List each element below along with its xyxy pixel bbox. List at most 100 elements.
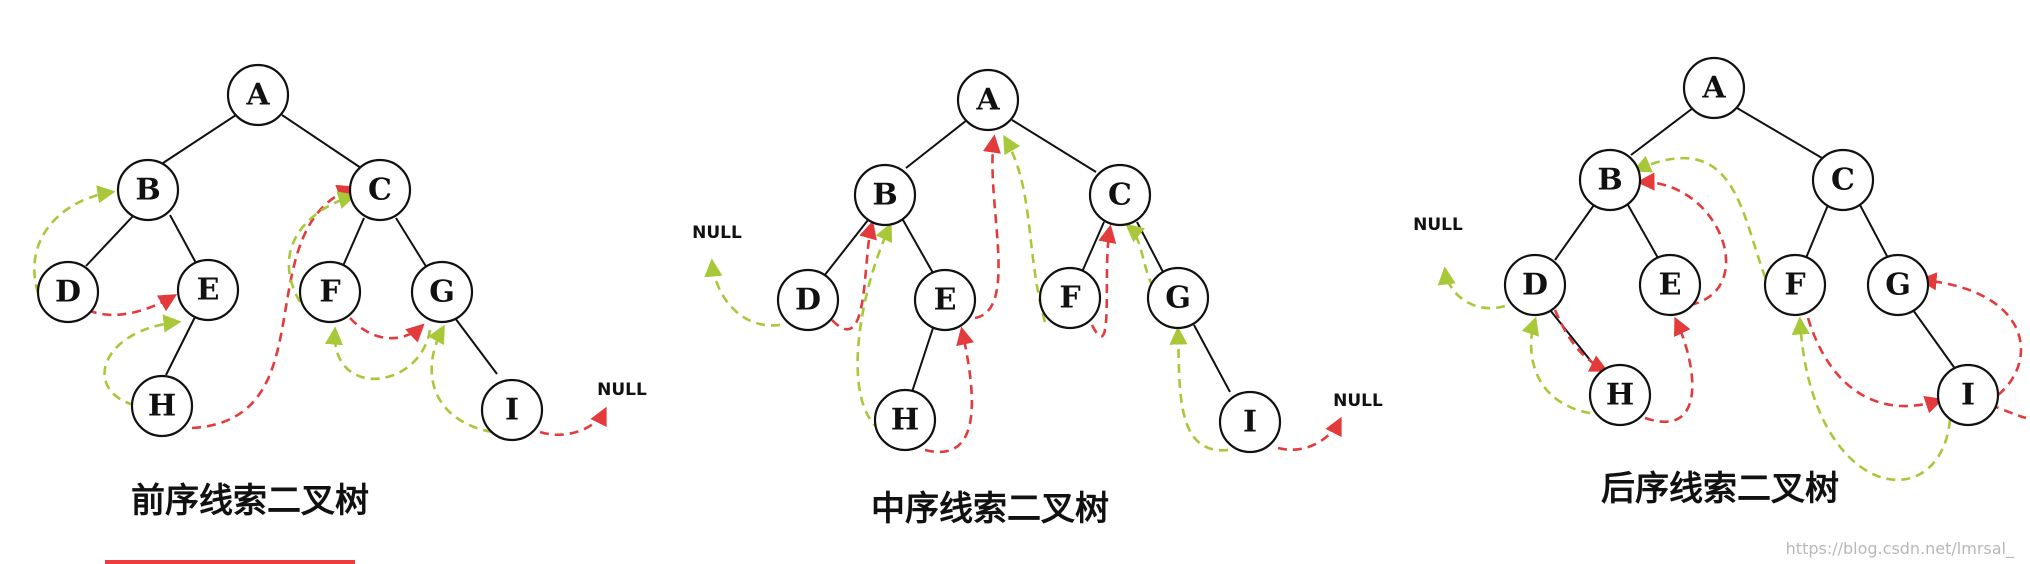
thread-d-to-h bbox=[1553, 309, 1609, 372]
thread-d-to-b bbox=[831, 220, 877, 331]
node-a: A bbox=[226, 63, 290, 127]
svg-text:H: H bbox=[1606, 378, 1634, 413]
null-label: NULL bbox=[597, 380, 647, 400]
thread-f-to-c bbox=[1090, 224, 1117, 338]
edge-a-c bbox=[1736, 107, 1823, 159]
svg-text:D: D bbox=[795, 283, 821, 318]
edge-g-i bbox=[454, 317, 498, 375]
tree-caption: 中序线索二叉树 bbox=[871, 489, 1109, 529]
svg-text:I: I bbox=[1243, 405, 1257, 440]
edge-c-f bbox=[342, 217, 365, 267]
thread-d-to-e bbox=[87, 294, 178, 317]
svg-text:B: B bbox=[872, 178, 897, 213]
edge-b-d bbox=[1554, 204, 1595, 261]
svg-text:F: F bbox=[319, 275, 340, 310]
thread-h-to-d bbox=[1521, 316, 1606, 417]
node-c: C bbox=[1088, 163, 1152, 227]
node-d: D bbox=[1503, 253, 1567, 317]
node-c: C bbox=[1811, 148, 1875, 212]
edge-e-h bbox=[165, 316, 196, 376]
thread-g-from-i bbox=[1918, 272, 2023, 396]
node-e: E bbox=[1638, 253, 1702, 317]
svg-text:G: G bbox=[1885, 268, 1911, 303]
edge-a-c bbox=[281, 114, 362, 169]
inorder-tree: A B C D E F G H I NULL NULL 中序线索二叉树 bbox=[692, 68, 1383, 529]
svg-text:A: A bbox=[975, 83, 1000, 118]
svg-text:I: I bbox=[1961, 378, 1975, 413]
thread-g-to-c bbox=[1125, 223, 1162, 301]
node-i: I bbox=[1936, 363, 2000, 427]
node-e: E bbox=[176, 258, 240, 322]
node-d: D bbox=[776, 268, 840, 332]
edge-c-g bbox=[1136, 221, 1164, 273]
node-b: B bbox=[853, 163, 917, 227]
thread-i-to-g bbox=[428, 324, 493, 434]
edge-c-g bbox=[395, 217, 428, 269]
thread-h-to-e bbox=[924, 326, 974, 454]
edge-a-b bbox=[162, 114, 237, 164]
edge-c-f bbox=[1081, 221, 1105, 273]
node-i: I bbox=[1218, 390, 1282, 454]
edge-e-h bbox=[911, 327, 934, 393]
edge-b-d bbox=[85, 214, 135, 267]
edge-b-e bbox=[902, 219, 934, 274]
node-i: I bbox=[480, 378, 544, 442]
node-d: D bbox=[36, 260, 100, 324]
node-h: H bbox=[130, 374, 194, 438]
node-f: F bbox=[1038, 266, 1102, 330]
postorder-tree: A B C D E F G H I NULL 后序线索二叉树 bbox=[1413, 56, 2027, 509]
thread-i-to-f bbox=[1791, 316, 1952, 482]
edge-b-d bbox=[823, 219, 869, 277]
svg-text:F: F bbox=[1059, 281, 1080, 316]
thread-f-to-a bbox=[1003, 134, 1047, 323]
svg-text:G: G bbox=[429, 275, 455, 310]
node-a: A bbox=[1682, 56, 1746, 120]
edge-c-g bbox=[1859, 204, 1889, 259]
node-c: C bbox=[348, 158, 412, 222]
svg-text:C: C bbox=[368, 173, 392, 208]
tree-caption: 前序线索二叉树 bbox=[131, 481, 369, 521]
null-label: NULL bbox=[1413, 215, 1463, 235]
thread-f-to-c bbox=[287, 191, 357, 303]
thread-f-to-i bbox=[1806, 317, 1944, 414]
node-g: G bbox=[410, 260, 474, 324]
edge-b-e bbox=[1627, 204, 1659, 259]
thread-i-to-null bbox=[1277, 416, 1342, 451]
node-b: B bbox=[116, 158, 180, 222]
node-e: E bbox=[913, 268, 977, 332]
node-b: B bbox=[1578, 148, 1642, 212]
null-label-right: NULL bbox=[1333, 391, 1383, 411]
thread-d-to-null bbox=[704, 258, 781, 327]
thread-h-to-c bbox=[191, 184, 356, 430]
thread-d-to-null bbox=[1437, 266, 1506, 310]
thread-i-to-null bbox=[539, 406, 607, 437]
thread-e-to-a bbox=[974, 134, 1001, 320]
svg-text:I: I bbox=[505, 393, 519, 428]
svg-text:D: D bbox=[1522, 268, 1548, 303]
svg-text:B: B bbox=[135, 173, 160, 208]
edge-g-i bbox=[1912, 309, 1957, 371]
edge-a-b bbox=[905, 119, 968, 169]
svg-text:D: D bbox=[55, 275, 81, 310]
tree-caption: 后序线索二叉树 bbox=[1601, 469, 1839, 509]
thread-h-to-e bbox=[1644, 316, 1694, 423]
svg-text:C: C bbox=[1831, 163, 1855, 198]
svg-text:H: H bbox=[891, 403, 919, 438]
thread-e-to-b bbox=[1636, 172, 1728, 307]
svg-text:A: A bbox=[1701, 71, 1726, 106]
node-g: G bbox=[1146, 266, 1210, 330]
node-f: F bbox=[1763, 253, 1827, 317]
null-label-left: NULL bbox=[692, 223, 742, 243]
node-g: G bbox=[1866, 253, 1930, 317]
thread-d-to-b bbox=[33, 185, 116, 294]
watermark: https://blog.csdn.net/lmrsal_ bbox=[1785, 539, 2014, 558]
thread-h-to-e bbox=[103, 314, 182, 407]
edge-a-b bbox=[1630, 107, 1694, 156]
preorder-tree: A B C D E F G H I NULL 前序线索二叉树 bbox=[33, 63, 647, 521]
svg-text:H: H bbox=[148, 389, 176, 424]
thread-i-to-g bbox=[1169, 326, 1229, 452]
edge-b-e bbox=[169, 214, 197, 264]
node-h: H bbox=[1588, 363, 1652, 427]
edge-a-c bbox=[1011, 119, 1097, 173]
